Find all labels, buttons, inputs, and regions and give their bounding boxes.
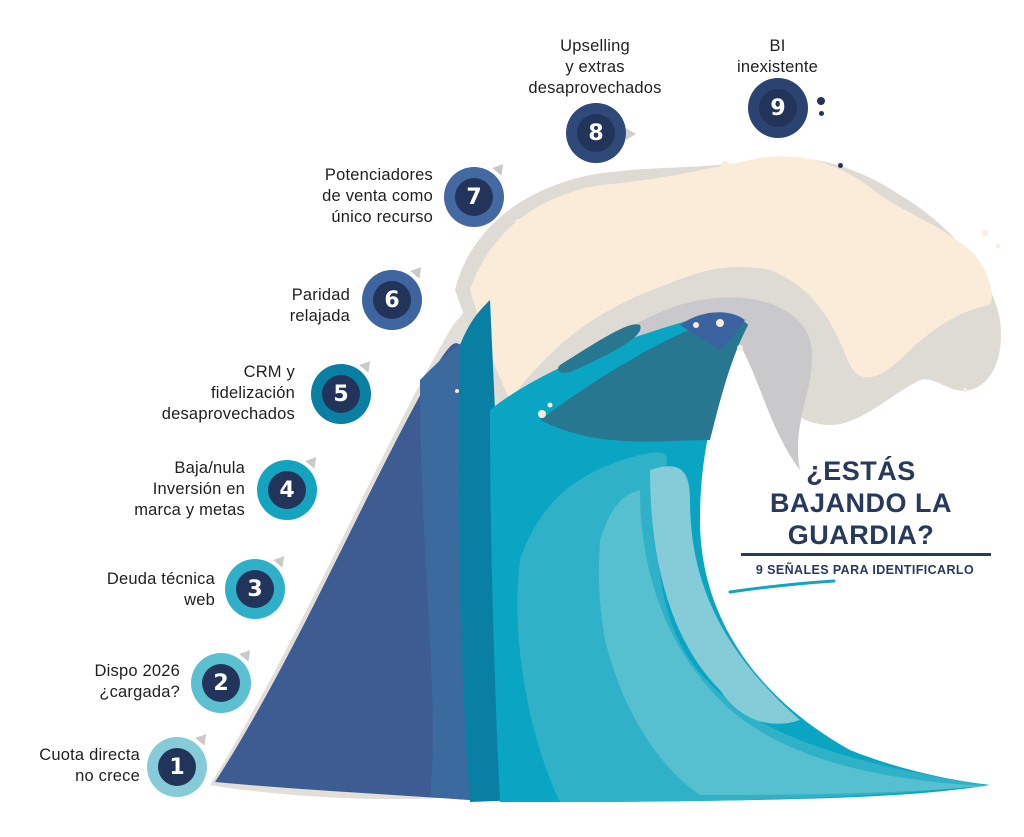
signal-marker-7: 7	[444, 160, 508, 227]
signal-marker-2: 2	[191, 646, 255, 713]
signal-label-line: BI	[769, 37, 786, 55]
signal-label-line: CRM y	[243, 363, 295, 381]
dot-decoration	[838, 163, 843, 168]
signal-label-5: CRM y fidelización desaprovechados	[150, 362, 295, 425]
dot-decoration	[819, 111, 824, 116]
title-line-3: GUARDIA?	[787, 520, 935, 550]
foam-droplets	[455, 161, 1000, 418]
signal-marker-5: 5	[311, 357, 375, 424]
signal-label-line: desaprovechados	[161, 405, 295, 423]
signal-label-line: Dispo 2026	[94, 662, 180, 680]
title-divider	[741, 553, 991, 556]
signal-label-line: Cuota directa	[39, 746, 140, 764]
signal-label-line: relajada	[289, 307, 350, 325]
signal-label-line: y extras	[565, 58, 625, 76]
signal-label-line: Paridad	[291, 286, 350, 304]
dot-decoration	[817, 97, 825, 105]
signal-label-8: Upselling y extras desaprovechados	[515, 36, 675, 99]
signal-label-line: no crece	[75, 767, 140, 785]
signal-label-line: inexistente	[736, 58, 819, 76]
wave-teal-streak	[558, 324, 641, 373]
marker-number: 2	[202, 664, 240, 702]
wave-crest	[680, 312, 745, 350]
marker-number: 8	[577, 114, 615, 152]
signal-label-line: Deuda técnica	[106, 570, 215, 588]
signal-label-line: de venta como	[322, 187, 433, 205]
signal-label-line: único recurso	[331, 208, 433, 226]
marker-number: 3	[236, 570, 274, 608]
signal-marker-1: 1	[147, 730, 211, 797]
signal-marker-8: 8	[566, 103, 636, 163]
marker-number: 1	[158, 748, 196, 786]
signal-label-line: web	[184, 591, 215, 609]
signal-label-1: Cuota directa no crece	[20, 745, 140, 787]
marker-number: 6	[373, 281, 411, 319]
signal-label-line: desaprovechados	[528, 79, 662, 97]
signal-label-line: Baja/nula	[174, 459, 245, 477]
marker-number: 4	[268, 471, 306, 509]
signal-label-2: Dispo 2026 ¿cargada?	[70, 661, 180, 703]
signal-label-line: Upselling	[560, 37, 630, 55]
signal-label-line: Potenciadores	[324, 166, 433, 184]
signal-label-line: fidelización	[210, 384, 295, 402]
signal-label-line: marca y metas	[134, 501, 245, 519]
signal-label-6: Paridad relajada	[240, 285, 350, 327]
subtitle: 9 SEÑALES PARA IDENTIFICARLO	[755, 563, 975, 577]
signal-marker-6: 6	[362, 263, 426, 330]
signal-label-line: Inversión en	[152, 480, 245, 498]
marker-number: 5	[322, 375, 360, 413]
foam-cream	[470, 156, 992, 400]
main-title: ¿ESTÁS BAJANDO LA GUARDIA?	[730, 455, 992, 551]
wave-cyan-pale	[598, 490, 985, 795]
marker-number: 9	[759, 89, 797, 127]
marker-number: 7	[455, 178, 493, 216]
signal-label-line: ¿cargada?	[99, 683, 180, 701]
title-line-1: ¿ESTÁS	[806, 456, 916, 486]
signal-marker-3: 3	[225, 552, 289, 619]
signal-marker-4: 4	[257, 453, 321, 520]
wave-cyan-palest	[650, 466, 800, 724]
signal-marker-9: 9	[748, 78, 808, 138]
signal-label-7: Potenciadores de venta como único recurso	[280, 165, 433, 228]
signal-label-3: Deuda técnica web	[70, 569, 215, 611]
pointer-arrow-icon	[626, 128, 636, 140]
title-line-2: BAJANDO LA	[769, 488, 952, 518]
brush-stroke	[728, 579, 836, 594]
wave-dark-left	[215, 343, 470, 800]
signal-label-9: BI inexistente	[720, 36, 835, 78]
wave-teal-lip	[540, 319, 748, 442]
